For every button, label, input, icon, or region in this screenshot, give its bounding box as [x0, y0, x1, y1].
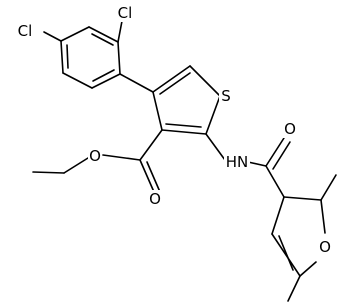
bond [88, 26, 119, 43]
bond [66, 44, 69, 69]
atom-label-cl-left: Cl [18, 22, 33, 40]
bond [165, 123, 202, 128]
bond [146, 161, 161, 193]
bond [62, 72, 93, 89]
bond [32, 171, 65, 174]
bond [278, 235, 294, 271]
bond [60, 40, 64, 74]
bonds [32, 20, 337, 302]
atom-label-carbonyl-oxygen: O [149, 190, 161, 208]
bond [320, 174, 337, 201]
atom-label-amide-nh: HN [226, 153, 249, 171]
atom-label-cl-top: Cl [118, 4, 133, 22]
bond [205, 95, 221, 135]
bond [272, 141, 291, 170]
bond [102, 154, 141, 161]
bond [189, 65, 221, 97]
atom-label-ester-oxygen: O [89, 147, 101, 165]
bond [119, 73, 154, 93]
bond [91, 33, 114, 46]
bond [205, 133, 226, 161]
bond [92, 69, 115, 82]
bond [320, 199, 326, 234]
bond [287, 275, 301, 302]
bond [60, 26, 90, 42]
atom-label-furan-oxygen: O [319, 238, 331, 256]
bond [117, 41, 121, 75]
bond [139, 159, 155, 193]
bond [91, 73, 121, 89]
bond [159, 72, 191, 95]
atom-label-amide-oxygen: O [284, 120, 296, 138]
bond [43, 31, 62, 42]
bond [299, 261, 317, 277]
bond [152, 65, 191, 93]
bond [247, 161, 267, 167]
bond [63, 157, 89, 174]
bond [265, 137, 285, 167]
bond [139, 129, 163, 161]
bond [283, 196, 322, 201]
bond [161, 129, 207, 135]
atom-labels: Cl Cl S O O HN O O [14, 4, 332, 256]
bond [265, 165, 285, 198]
bond [152, 91, 163, 131]
atom-label-sulfur: S [221, 87, 231, 105]
bond [117, 20, 123, 43]
bond [271, 196, 285, 235]
